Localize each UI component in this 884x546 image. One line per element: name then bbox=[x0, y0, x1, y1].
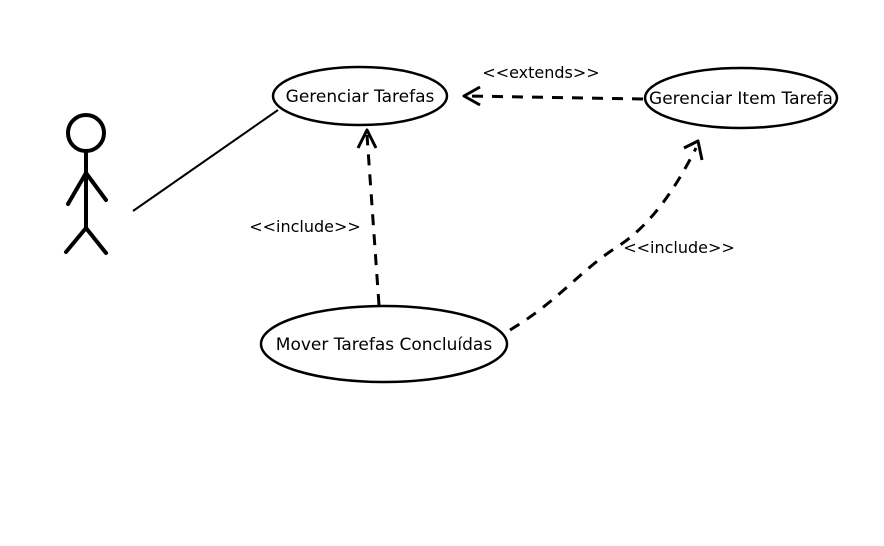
actor-head bbox=[66, 113, 106, 153]
include-dashed-line bbox=[509, 147, 698, 332]
use-case-gerenciar-tarefas[interactable]: Gerenciar Tarefas bbox=[271, 65, 449, 127]
use-case-gerenciar-item-tarefa[interactable]: Gerenciar Item Tarefa bbox=[643, 66, 839, 130]
use-case-label: Gerenciar Tarefas bbox=[286, 87, 435, 107]
include-dashed-line bbox=[365, 134, 381, 306]
actor-stick-figure bbox=[64, 113, 108, 255]
use-case-label: Gerenciar Item Tarefa bbox=[649, 89, 833, 109]
use-case-label: Mover Tarefas Concluídas bbox=[276, 335, 493, 355]
association-line bbox=[132, 109, 279, 212]
actor-left-arm bbox=[66, 171, 88, 206]
include-relationship-left bbox=[356, 128, 381, 306]
include-label-left: <<include>> bbox=[249, 217, 361, 236]
extends-arrowhead bbox=[462, 85, 481, 107]
extends-relationship bbox=[462, 85, 644, 107]
actor-right-arm bbox=[84, 171, 108, 202]
actor-left-leg bbox=[64, 226, 88, 254]
include-arrowhead bbox=[683, 139, 704, 161]
include-arrowhead bbox=[356, 128, 378, 149]
use-case-ellipse bbox=[259, 304, 509, 384]
use-case-mover-tarefas-concluidas[interactable]: Mover Tarefas Concluídas bbox=[259, 304, 509, 384]
extends-dashed-line bbox=[467, 94, 644, 101]
extends-label: <<extends>> bbox=[482, 63, 599, 82]
use-case-ellipse bbox=[643, 66, 839, 130]
include-label-right: <<include>> bbox=[623, 238, 735, 257]
actor-right-leg bbox=[84, 226, 108, 255]
include-relationship-right bbox=[509, 139, 704, 332]
use-case-ellipse bbox=[271, 65, 449, 127]
